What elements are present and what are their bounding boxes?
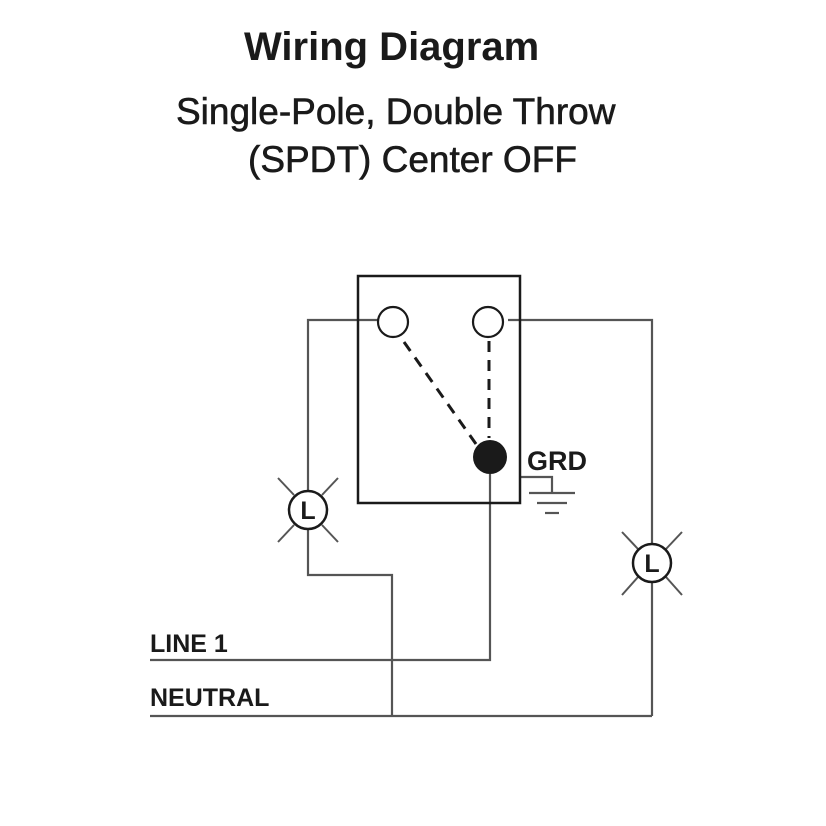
wire-ground-lead (520, 475, 554, 493)
ground-symbol-icon (529, 491, 575, 515)
page-title: Wiring Diagram (244, 25, 540, 69)
wire-common-to-line1 (150, 474, 492, 662)
neutral-label: NEUTRAL (150, 684, 269, 712)
wire-left-terminal-to-lamp (306, 318, 378, 491)
switch-body (356, 274, 522, 505)
lamp-right-label: L (644, 550, 659, 578)
wire-left-lamp-to-neutral (306, 529, 394, 716)
right-traveler-terminal (471, 305, 505, 339)
left-traveler-terminal (376, 305, 410, 339)
internal-path-left (402, 341, 478, 445)
grd-label: GRD (527, 446, 587, 476)
lamp-left-label: L (300, 497, 315, 525)
line1-label: LINE 1 (150, 630, 228, 658)
lamp-left-icon: L (277, 477, 339, 543)
lamp-right-icon: L (621, 531, 683, 596)
wire-right-terminal-to-lamp (508, 318, 654, 544)
subtitle-line-1: Single-Pole, Double Throw (176, 91, 616, 132)
subtitle-line-2: (SPDT) Center OFF (248, 139, 578, 180)
common-terminal (473, 440, 507, 474)
